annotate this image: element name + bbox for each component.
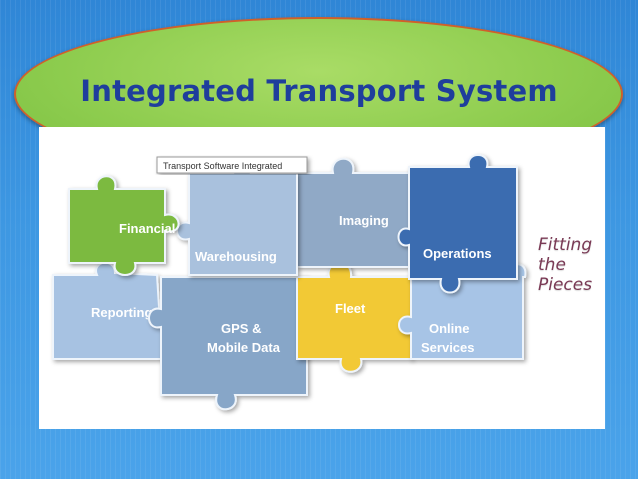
piece-financial: Financial — [68, 175, 180, 276]
piece-label-gps-line2: Mobile Data — [207, 340, 281, 355]
piece-label-operations: Operations — [423, 246, 492, 261]
fit-line-1: Fitting — [538, 235, 593, 255]
puzzle-graphic: Reporting GPS & Mobile Data Fleet Online… — [52, 154, 527, 411]
piece-label-imaging: Imaging — [339, 213, 389, 228]
piece-label-gps-line1: GPS & — [221, 321, 261, 336]
piece-gps-mobile: GPS & Mobile Data — [148, 276, 320, 411]
slide-title: Integrated Transport System — [80, 74, 558, 108]
banner-text: Transport Software Integrated — [163, 161, 282, 171]
piece-label-warehousing: Warehousing — [195, 249, 277, 264]
fitting-the-pieces-text: Fitting the Pieces — [538, 235, 602, 295]
piece-label-financial: Financial — [119, 221, 175, 236]
fit-line-2: the — [538, 255, 566, 275]
piece-label-fleet: Fleet — [335, 301, 366, 316]
piece-online-services: Online Services — [398, 263, 527, 360]
piece-operations: Operations — [397, 154, 518, 294]
piece-imaging: Imaging — [284, 157, 424, 268]
fit-line-3: Pieces — [538, 275, 593, 295]
piece-label-online-line1: Online — [429, 321, 469, 336]
piece-label-reporting: Reporting — [91, 305, 152, 320]
piece-warehousing: Warehousing — [176, 160, 298, 276]
banner-label: Transport Software Integrated — [156, 156, 308, 174]
piece-label-online-line2: Services — [421, 340, 475, 355]
